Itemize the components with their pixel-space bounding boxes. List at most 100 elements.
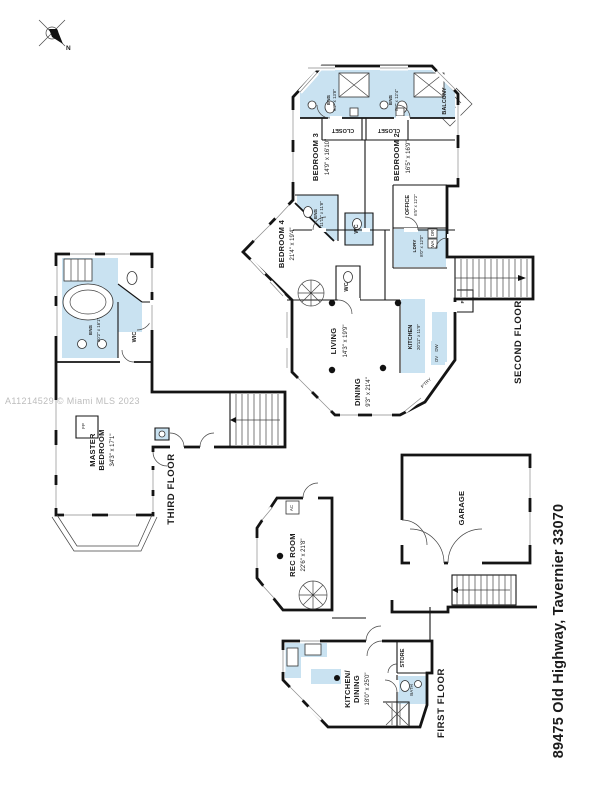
- kd-door-swings: [365, 625, 398, 693]
- sink-ens3: [307, 100, 317, 110]
- store-label: STORE: [400, 648, 406, 667]
- kd-dims: 18'0" x 25'0": [365, 673, 371, 706]
- bath-toilet: [400, 680, 410, 692]
- bedroom3-dims: 14'9" x 16'10": [325, 139, 331, 175]
- toilet-wc-lower: [343, 271, 353, 283]
- bath-label: BATH: [409, 684, 414, 695]
- shower-bed3-cross: [338, 72, 370, 98]
- rec-room-dims: 22'6" x 21'8": [301, 539, 307, 572]
- ens2-dims: 8'7" x 12'4": [394, 89, 399, 111]
- kd-label-2: DINING: [352, 675, 361, 703]
- garage-door-gaps: [400, 520, 482, 565]
- balcony-label: BALCONY: [442, 87, 448, 115]
- ens3-dims: 6'7" x 13'8": [332, 89, 337, 111]
- office-dims: 6'5" x 12'2": [413, 194, 418, 216]
- oven-label: OV: [434, 356, 439, 362]
- bedroom2-label: BEDROOM 2: [392, 133, 401, 181]
- toilet-ens3: [324, 100, 336, 114]
- third-floor-stair-treads: [232, 394, 280, 445]
- ens4-label: ENS: [313, 208, 319, 219]
- second-floor-interior-walls-b: [287, 118, 474, 373]
- powder-sink: [158, 430, 166, 438]
- rec-room-spiral-stair: [298, 580, 328, 610]
- stair-direction-arrow: [518, 275, 526, 281]
- kitchen-counter-area: [401, 299, 425, 373]
- kd-label-1: KITCHEN/: [343, 669, 352, 707]
- master-sink-2: [97, 339, 107, 349]
- master-tub: [62, 283, 114, 321]
- ac-label: AC: [289, 505, 294, 511]
- rec-room-label: REC ROOM: [288, 533, 297, 577]
- living-label: LIVING: [329, 328, 338, 355]
- column-dot-4: [379, 364, 387, 372]
- master-ens-dims: 20'2" x 16'1": [96, 318, 101, 343]
- compass-arrow: [49, 29, 63, 44]
- kitchen-label: KITCHEN: [408, 325, 414, 349]
- kd-island-area: [311, 669, 341, 684]
- master-bedroom-dims: 34'3" x 17'1": [110, 434, 116, 467]
- kd-sink: [286, 647, 299, 667]
- bedroom2-dims: 16'5" x 16'9": [406, 141, 412, 174]
- third-floor-staircase: [230, 394, 280, 445]
- dining-label: DINING: [353, 378, 362, 406]
- spiral-treads: [298, 280, 324, 306]
- ac-unit-box: [285, 500, 300, 515]
- ens4-dims: 11'11" x 11'8": [319, 201, 324, 227]
- laundry-dims: 8'0" x 12'0": [419, 235, 424, 257]
- toilet-ens4: [303, 206, 313, 218]
- fixture-box-left: [349, 107, 359, 117]
- rec-spiral-treads: [299, 581, 327, 609]
- compass-rose: N: [38, 19, 71, 52]
- third-floor-stair-arrow: [230, 417, 236, 423]
- property-address: 89475 Old Highway, Tavernier 33070: [551, 504, 567, 759]
- garage-stair-arrow: [452, 587, 458, 593]
- bedroom3-label: BEDROOM 3: [311, 133, 320, 181]
- dishwasher-label: DW: [434, 343, 439, 351]
- rec-door-swing: [302, 482, 319, 499]
- second-floor-plan: BEDROOM 3 14'9" x 16'10" BEDROOM 2 16'5"…: [241, 64, 535, 418]
- master-toilet: [126, 271, 138, 285]
- ens3-label: ENS: [326, 94, 332, 105]
- second-floor-interior-walls-a: [294, 117, 455, 242]
- wc-lower-label: WC: [344, 282, 350, 291]
- pantry-label: P'TRY: [420, 377, 432, 389]
- closet-right-label: CLOSET: [377, 127, 400, 133]
- rec-column-dot: [276, 552, 284, 560]
- third-floor-title: THIRD FLOOR: [166, 453, 177, 525]
- garage-door-swings: [401, 519, 483, 564]
- garage-staircase: [451, 574, 517, 606]
- master-bedroom-label-2: BEDROOM: [97, 429, 106, 470]
- fridge-label: F: [460, 300, 466, 303]
- master-tub-inner: [69, 289, 107, 315]
- third-floor-interior-walls: [75, 283, 285, 448]
- bedroom4-dims: 21'4" x 19'4": [290, 228, 296, 261]
- garage-label: GARAGE: [457, 491, 466, 526]
- mls-watermark: A11214529 © Miami MLS 2023: [5, 396, 140, 406]
- second-floor-outer-walls: [241, 64, 535, 417]
- master-bedroom-label-1: MASTER: [88, 433, 97, 467]
- shower-grid: [385, 702, 409, 726]
- wic-label: WIC: [132, 332, 138, 343]
- bay-outline: [51, 514, 158, 552]
- washer-box: [427, 238, 438, 249]
- washer-label: WA: [430, 240, 435, 247]
- column-dot-2: [394, 299, 402, 307]
- second-floor-staircase: [455, 259, 528, 297]
- dryer-label: DR: [430, 230, 435, 236]
- first-floor-plan: GARAGE REC ROOM 22'6" x 21'8" AC KITCHEN…: [254, 453, 537, 738]
- toilet-wc-upper: [352, 218, 362, 230]
- sink-ens2: [379, 100, 389, 110]
- laundry-label: LDRY: [412, 239, 418, 253]
- compass-north-label: N: [66, 45, 71, 52]
- bedroom4-label: BEDROOM 4: [277, 219, 286, 268]
- shower-bed2-cross: [413, 72, 445, 98]
- master-shower-lines: [70, 259, 86, 281]
- kd-fixtures: [286, 643, 422, 692]
- second-floor-door-gaps: [313, 116, 458, 312]
- third-floor-window-lines: [55, 253, 154, 516]
- first-floor-window-lines: [256, 468, 531, 720]
- first-floor-title: FIRST FLOOR: [436, 668, 447, 738]
- living-dims: 14'3" x 19'9": [343, 325, 349, 358]
